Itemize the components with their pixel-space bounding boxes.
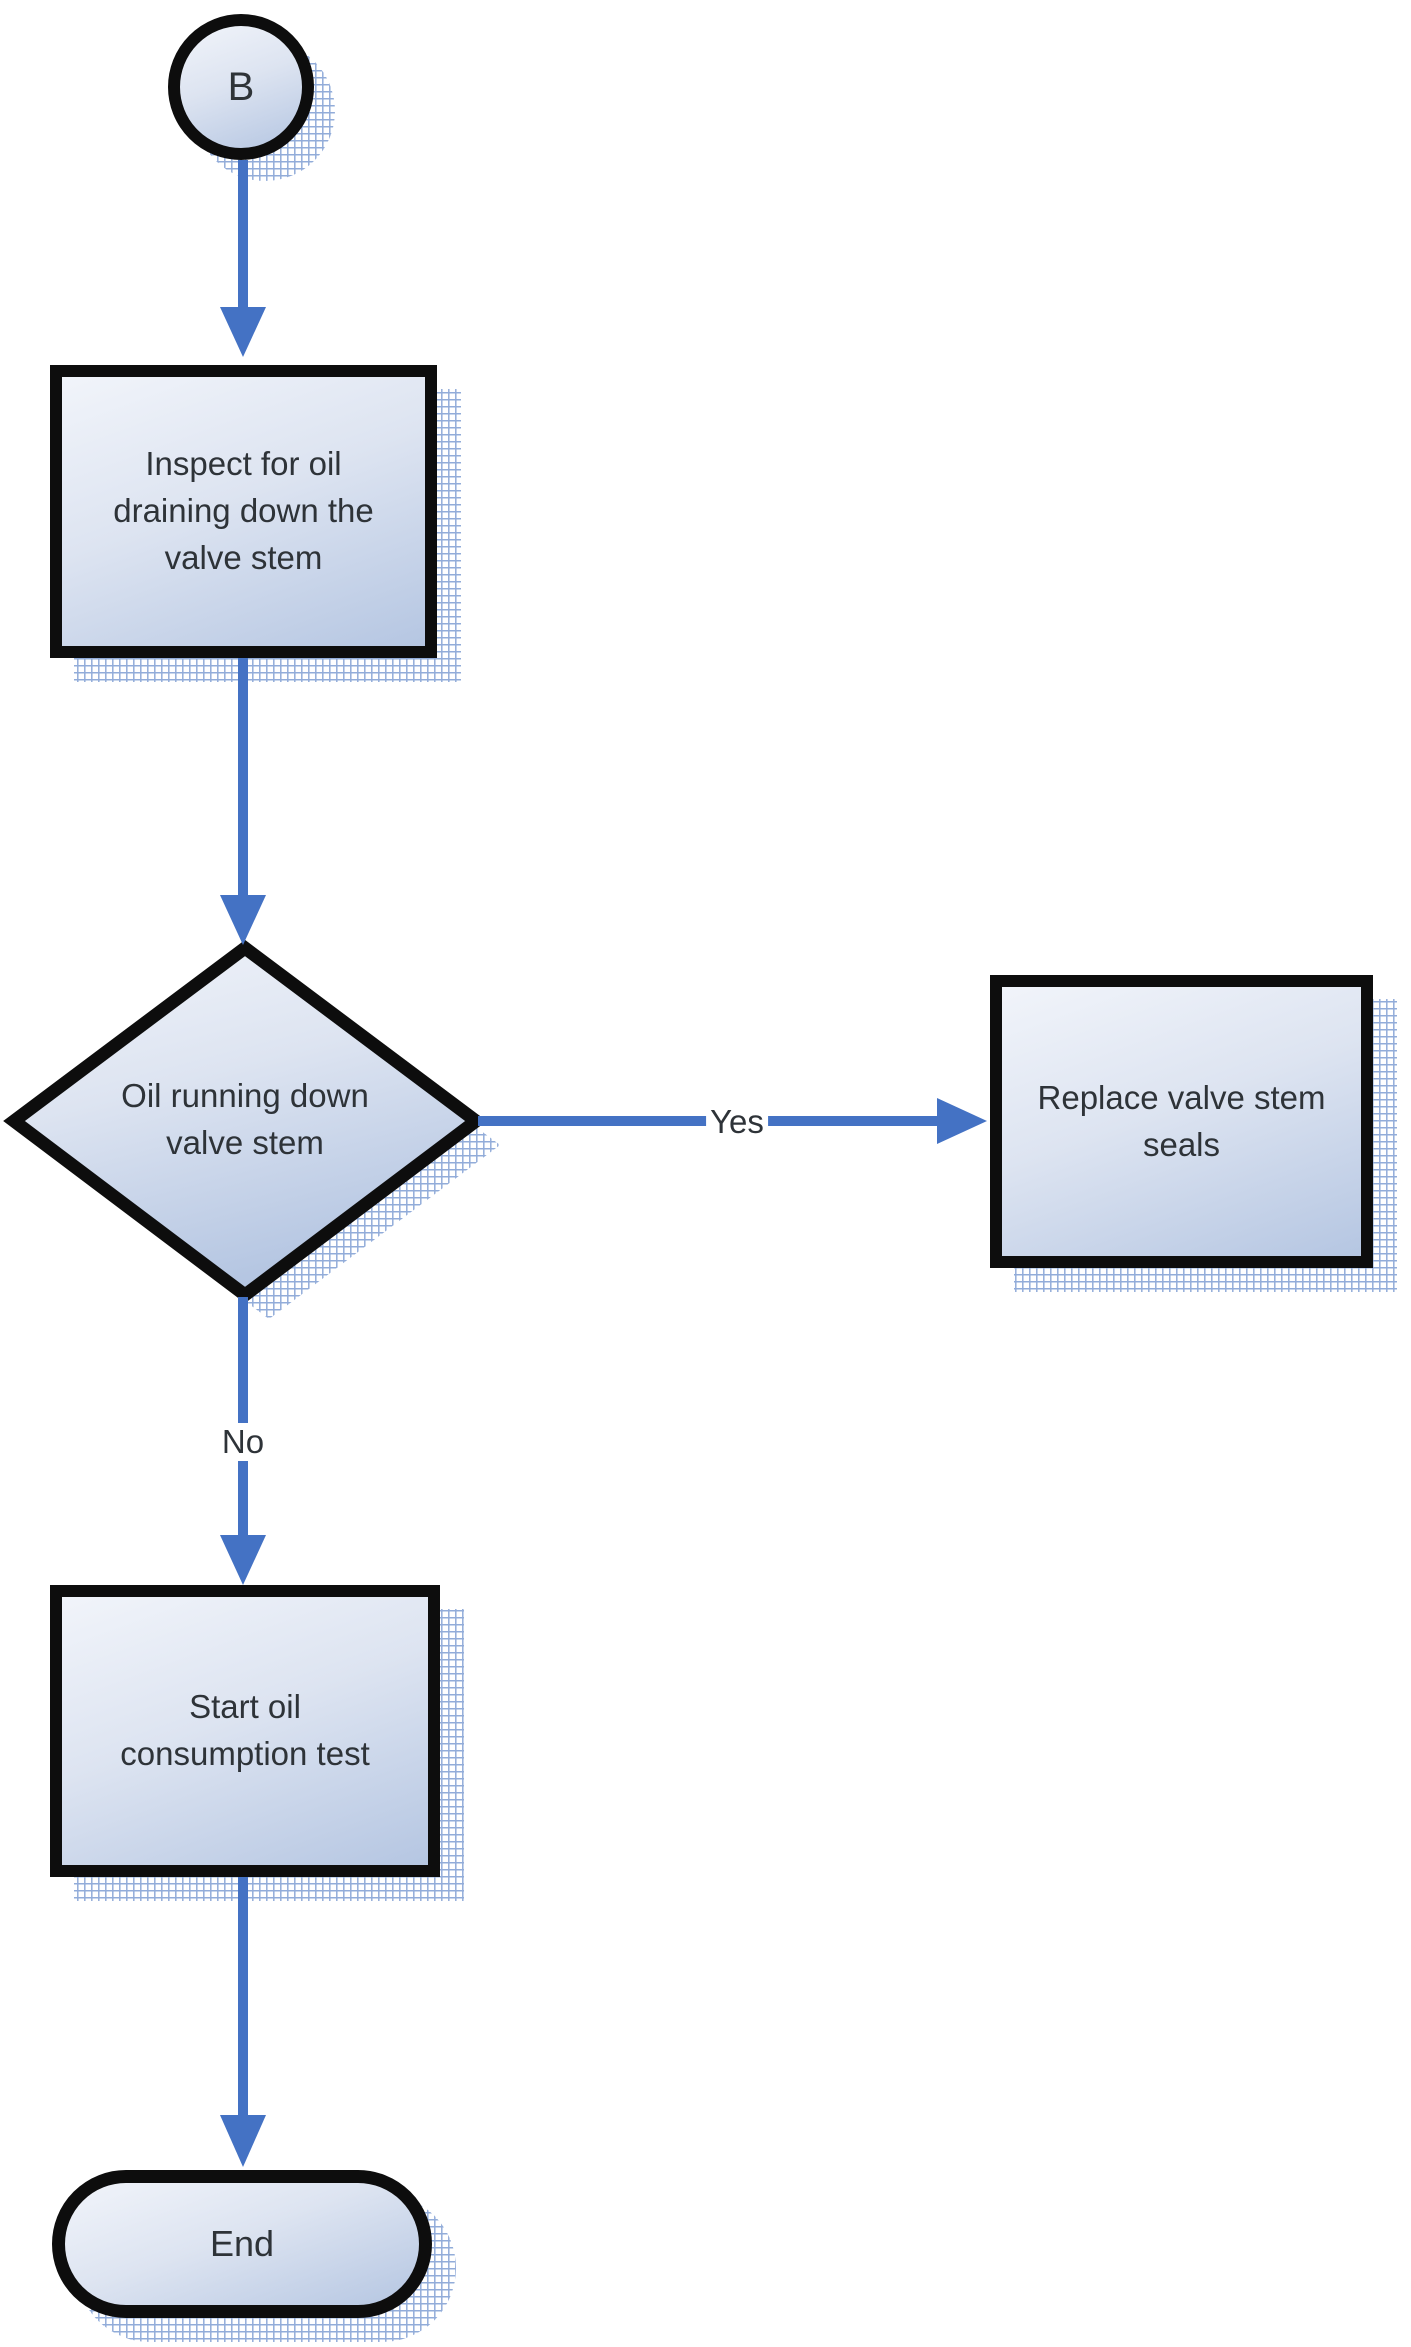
arrowhead-decision-to-replace	[937, 1098, 987, 1144]
node-process-start-test: Start oil consumption test	[50, 1585, 440, 1877]
node-process-inspect-label: Inspect for oil draining down the valve …	[113, 445, 374, 576]
node-process-replace-label: Replace valve stem seals	[1037, 1078, 1326, 1163]
node-process-replace: Replace valve stem seals	[990, 975, 1373, 1268]
decision-diamond	[3, 939, 487, 1304]
arrowhead-inspect-to-decision	[220, 895, 266, 945]
edge-label-yes: Yes	[706, 1103, 768, 1141]
node-connector-b-label: B	[227, 64, 255, 109]
node-connector-b: B	[168, 14, 314, 160]
arrowhead-b-to-inspect	[220, 307, 266, 357]
arrowhead-decision-to-start-test	[220, 1535, 266, 1585]
node-process-inspect: Inspect for oil draining down the valve …	[50, 365, 437, 658]
node-decision-label: Oil running down valve stem	[121, 1077, 369, 1161]
connector-arrows	[220, 160, 987, 2167]
node-process-start-test-label: Start oil consumption test	[120, 1688, 370, 1772]
node-terminator-end-label: End	[209, 2223, 275, 2265]
edge-label-no: No	[217, 1423, 269, 1461]
node-terminator-end: End	[52, 2170, 432, 2318]
arrowhead-start-test-to-end	[220, 2115, 266, 2167]
